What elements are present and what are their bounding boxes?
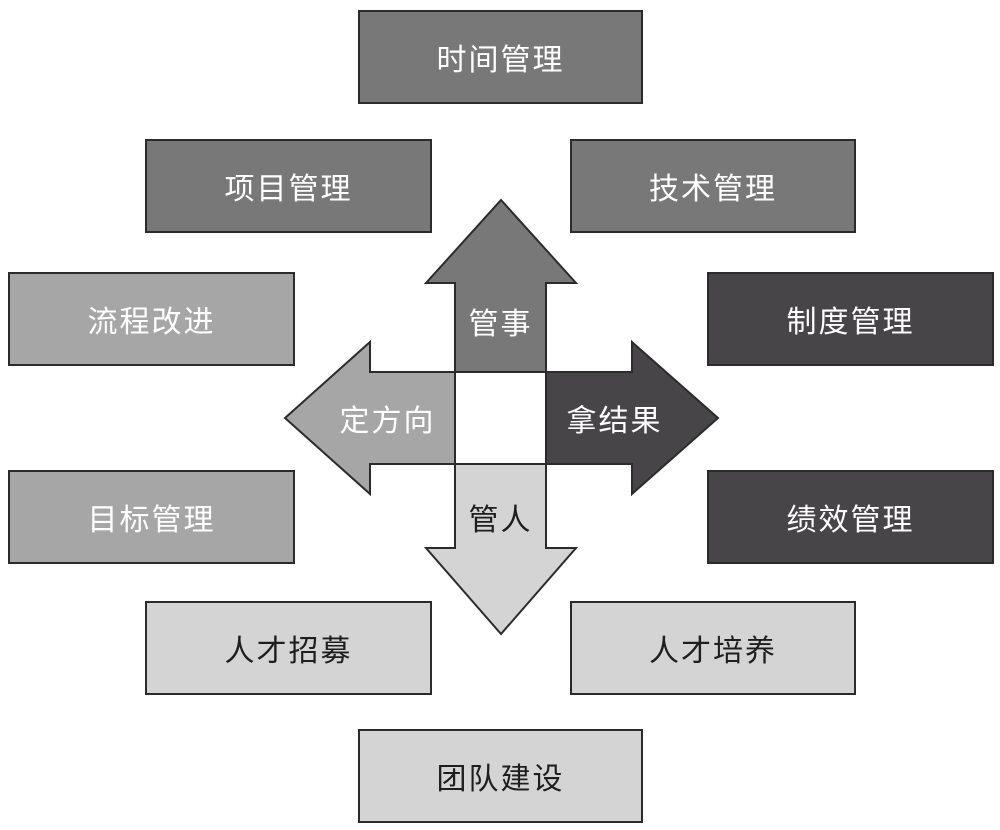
right-arrow bbox=[545, 339, 720, 497]
box-talent-training: 人才培养 bbox=[570, 601, 856, 695]
center-square bbox=[454, 371, 547, 465]
left-arrow-label: 定方向 bbox=[339, 404, 436, 439]
box-performance-management: 绩效管理 bbox=[707, 470, 994, 564]
box-talent-recruitment: 人才招募 bbox=[145, 601, 432, 695]
left-arrow bbox=[283, 339, 456, 497]
box-system-management: 制度管理 bbox=[707, 272, 994, 366]
up-arrow bbox=[423, 198, 579, 373]
box-project-management: 项目管理 bbox=[145, 139, 432, 233]
box-tech-management: 技术管理 bbox=[570, 139, 856, 233]
right-arrow-label: 拿结果 bbox=[566, 404, 663, 439]
box-team-building: 团队建设 bbox=[358, 729, 643, 823]
down-arrow bbox=[423, 463, 579, 636]
up-arrow-label: 管事 bbox=[468, 307, 533, 342]
down-arrow-label: 管人 bbox=[468, 503, 533, 538]
box-goal-management: 目标管理 bbox=[8, 470, 295, 564]
box-time-management: 时间管理 bbox=[358, 10, 643, 104]
box-process-improvement: 流程改进 bbox=[8, 272, 295, 366]
